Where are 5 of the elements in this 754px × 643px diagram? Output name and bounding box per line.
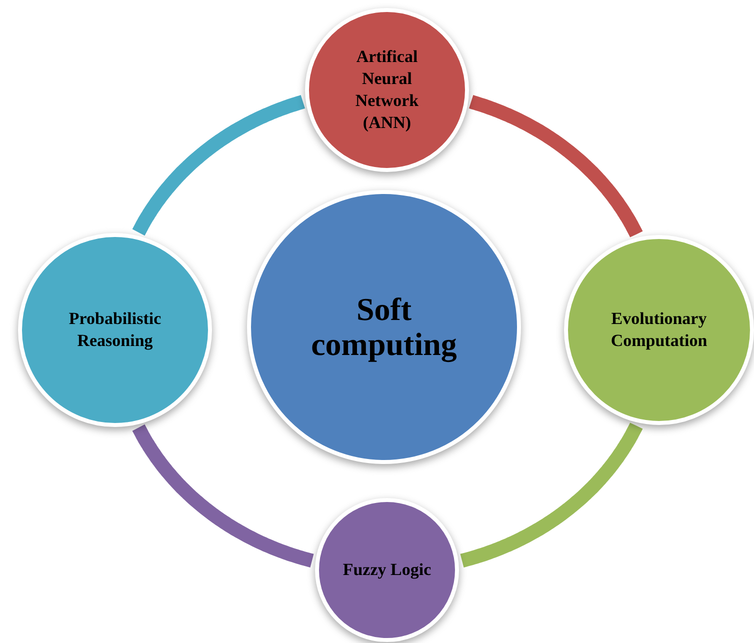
node-label: Fuzzy Logic (342, 558, 432, 581)
node-label: Soft computing (310, 292, 458, 362)
node-label: Probabilistic Reasoning (68, 308, 162, 352)
node-label: Evolutionary Computation (610, 308, 708, 352)
node-label: Artifical Neural Network (ANN) (354, 46, 420, 134)
